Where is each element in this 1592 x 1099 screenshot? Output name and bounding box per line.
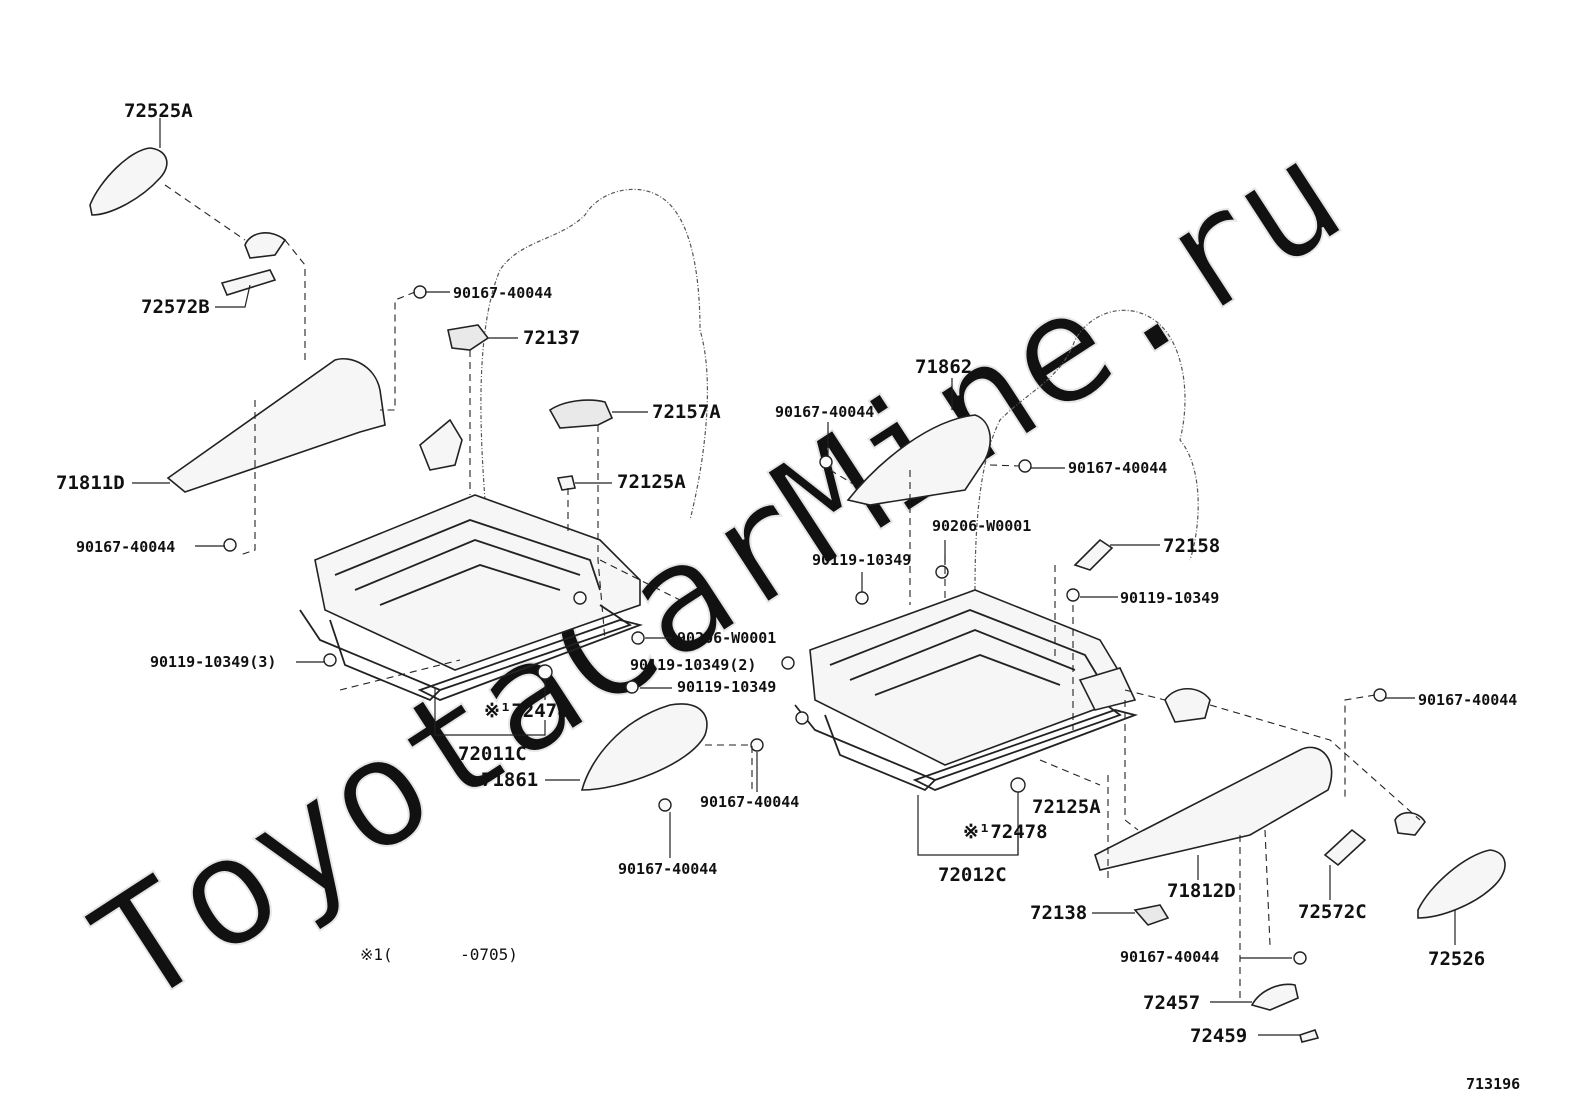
label-72457: 72457 (1143, 992, 1200, 1014)
part-72572C-shape (1323, 828, 1367, 867)
label-72572B: 72572B (141, 296, 210, 318)
right-seat-frame (794, 589, 1139, 792)
diagram-id: 713196 (1466, 1075, 1520, 1093)
label-90167-40044-right: 90167-40044 (1418, 691, 1517, 709)
label-72158: 72158 (1163, 535, 1220, 557)
label-72138: 72138 (1030, 902, 1087, 924)
label-90206-W0001-right: 90206-W0001 (932, 517, 1031, 535)
part-72138-shape (1133, 904, 1170, 926)
label-71862: 71862 (915, 356, 972, 378)
label-90206-W0001-left: 90206-W0001 (677, 629, 776, 647)
label-90167-40044-right-top: 90167-40044 (775, 403, 874, 421)
label-72011C: 72011C (458, 743, 527, 765)
label-90167-40044-left: 90167-40044 (76, 538, 175, 556)
label-72526: 72526 (1428, 948, 1485, 970)
part-bracket-left (419, 418, 463, 471)
label-90119-10349-3: 90119-10349(3) (150, 653, 276, 671)
label-72157A: 72157A (652, 401, 721, 423)
right-guide-lines (829, 464, 1421, 1000)
right-leader-lines (827, 378, 1456, 1036)
part-recliner-shape (1164, 687, 1211, 723)
part-72125A-left-shape (556, 475, 576, 491)
label-90119-10349-right: 90119-10349 (1120, 589, 1219, 607)
left-leader-lines (132, 118, 758, 858)
left-fasteners (223, 285, 795, 812)
part-71811D-shape (166, 358, 386, 493)
label-72012C: 72012C (938, 864, 1007, 886)
label-90167-40044-mid-left: 90167-40044 (700, 793, 799, 811)
label-72125A-left: 72125A (617, 471, 686, 493)
label-71812D: 71812D (1167, 880, 1236, 902)
label-90119-10349-left: 90119-10349 (677, 678, 776, 696)
label-90119-10349-2: 90119-10349(2) (630, 656, 756, 674)
label-71811D: 71811D (56, 472, 125, 494)
part-labels: 72525A 72572B 71811D 90167-40044 72137 7… (56, 100, 1520, 1093)
label-72525A: 72525A (124, 100, 193, 122)
left-guide-lines (164, 184, 753, 790)
part-72157A-shape (548, 399, 614, 429)
label-72125A-right: 72125A (1032, 796, 1101, 818)
part-72457-shape (1250, 983, 1299, 1011)
label-72459: 72459 (1190, 1025, 1247, 1047)
right-fasteners (795, 455, 1387, 965)
part-72459-shape (1299, 1028, 1320, 1043)
part-71862-shape (846, 414, 991, 506)
part-72525A-shape (89, 147, 168, 216)
label-72137: 72137 (523, 327, 580, 349)
label-90167-40044-right-bottom: 90167-40044 (1120, 948, 1219, 966)
label-90119-10349-right-mid: 90119-10349 (812, 551, 911, 569)
label-71861: 71861 (481, 769, 538, 791)
part-72572B-shape (220, 232, 287, 296)
part-72572C-cap-shape (1394, 811, 1426, 836)
footnote-text: ※1( -0705) (360, 945, 518, 964)
label-72478-left: ※¹72478 (484, 700, 569, 722)
label-90167-40044-right-top-2: 90167-40044 (1068, 459, 1167, 477)
label-90167-40044-bottom-left: 90167-40044 (618, 860, 717, 878)
label-72478-right: ※¹72478 (963, 821, 1048, 843)
label-90167-40044-top-left: 90167-40044 (453, 284, 552, 302)
part-71861-shape (580, 703, 708, 791)
left-seat-frame (299, 494, 644, 702)
part-72526-shape (1417, 849, 1506, 919)
part-72137-shape (447, 324, 490, 351)
left-seatback-outline (480, 188, 709, 521)
part-72158-shape (1073, 538, 1114, 571)
part-71812D-shape (1094, 746, 1333, 871)
label-72572C: 72572C (1298, 901, 1367, 923)
